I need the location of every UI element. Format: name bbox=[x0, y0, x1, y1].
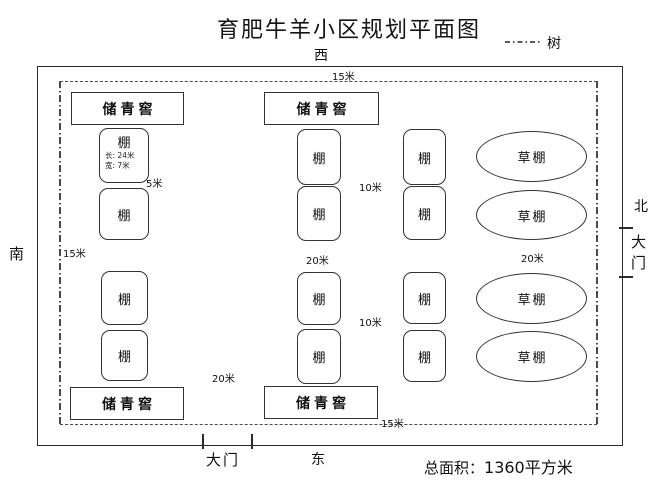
silage-pit-label: 储青窖 bbox=[296, 101, 351, 118]
silage-pit-label: 储青窖 bbox=[102, 396, 156, 413]
silage-pit-top-left: 储青窖 bbox=[71, 92, 184, 125]
shed-length-note: 长: 24米 bbox=[105, 151, 135, 160]
grass-shed-label: 草棚 bbox=[517, 209, 548, 225]
gate-right-label: 大门 bbox=[630, 233, 646, 272]
dim-left-15m: 15米 bbox=[63, 249, 86, 260]
shed-label: 棚 bbox=[417, 292, 431, 308]
shed-width-note: 宽: 7米 bbox=[105, 161, 130, 171]
dim-lower-10m: 10米 bbox=[359, 318, 382, 329]
shed-annotated: 棚 长: 24米 宽: 7米 bbox=[99, 128, 149, 183]
total-area: 总面积：1360平方米 bbox=[424, 454, 573, 478]
grass-shed: 草棚 bbox=[476, 273, 587, 324]
total-area-value: 1360平方米 bbox=[484, 458, 573, 477]
shed-label: 棚 bbox=[117, 208, 131, 224]
shed: 棚 bbox=[403, 186, 446, 240]
dim-bottom-left-20m: 20米 bbox=[212, 374, 235, 385]
silage-pit-top-middle: 储青窖 bbox=[264, 92, 379, 125]
shed: 棚 bbox=[403, 129, 446, 185]
silage-pit-bottom-left: 储青窖 bbox=[70, 387, 184, 420]
silage-pit-bottom-middle: 储青窖 bbox=[264, 386, 378, 419]
total-area-label: 总面积： bbox=[424, 459, 485, 477]
silage-pit-label: 储青窖 bbox=[102, 101, 157, 118]
shed: 棚 bbox=[99, 188, 149, 240]
grass-shed: 草棚 bbox=[476, 131, 587, 182]
shed-label: 棚 bbox=[117, 136, 131, 151]
shed-label: 棚 bbox=[417, 207, 431, 223]
gate-tick bbox=[251, 434, 253, 449]
compass-west: 西 bbox=[314, 48, 328, 64]
compass-east: 东 bbox=[311, 452, 325, 468]
shed-label: 棚 bbox=[312, 151, 326, 167]
shed: 棚 bbox=[101, 330, 148, 381]
legend-tree-label: 树 bbox=[547, 36, 561, 52]
shed: 棚 bbox=[297, 186, 341, 241]
dim-5m: 5米 bbox=[146, 179, 163, 190]
dim-center-20m: 20米 bbox=[306, 256, 329, 267]
shed: 棚 bbox=[403, 330, 446, 382]
inner-boundary-top bbox=[60, 81, 597, 82]
shed: 棚 bbox=[297, 129, 341, 185]
gate-tick bbox=[619, 227, 633, 229]
shed-label: 棚 bbox=[417, 350, 431, 366]
gate-tick bbox=[202, 434, 204, 449]
shed-label: 棚 bbox=[117, 292, 131, 308]
tree-row-left bbox=[59, 81, 61, 424]
shed-label: 棚 bbox=[117, 350, 131, 365]
compass-south: 南 bbox=[9, 245, 25, 263]
grass-shed: 草棚 bbox=[476, 190, 587, 240]
shed: 棚 bbox=[297, 329, 341, 384]
shed-label: 棚 bbox=[312, 293, 326, 308]
tree-dashdot-line-icon bbox=[505, 41, 540, 43]
inner-boundary-bottom bbox=[60, 424, 597, 425]
gate-bottom-label: 大门 bbox=[206, 451, 241, 469]
dim-right-20m: 20米 bbox=[521, 254, 544, 265]
dim-upper-10m: 10米 bbox=[359, 183, 382, 194]
page-title: 育肥牛羊小区规划平面图 bbox=[216, 18, 481, 43]
compass-north: 北 bbox=[634, 199, 648, 215]
shed-label: 棚 bbox=[312, 208, 326, 223]
shed-label: 棚 bbox=[417, 151, 431, 167]
grass-shed-label: 草棚 bbox=[517, 151, 548, 166]
shed: 棚 bbox=[101, 271, 148, 325]
shed-label: 棚 bbox=[312, 351, 326, 366]
grass-shed-label: 草棚 bbox=[517, 351, 548, 366]
grass-shed: 草棚 bbox=[476, 331, 587, 382]
shed: 棚 bbox=[403, 272, 446, 324]
tree-row-right bbox=[596, 81, 598, 424]
shed: 棚 bbox=[297, 272, 341, 325]
gate-tick bbox=[619, 276, 633, 278]
grass-shed-label: 草棚 bbox=[517, 293, 548, 308]
dim-bottom-15m: 15米 bbox=[381, 419, 404, 430]
silage-pit-label: 储青窖 bbox=[296, 395, 350, 412]
dim-top-15m: 15米 bbox=[332, 72, 355, 83]
outer-wall bbox=[37, 66, 623, 446]
